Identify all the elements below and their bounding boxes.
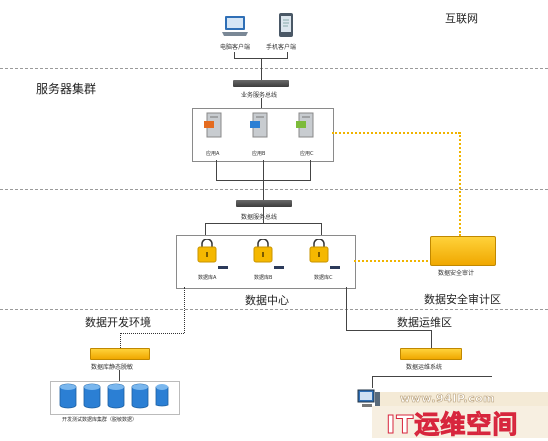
ops-system-device: [400, 348, 462, 360]
locked-database-icon: [309, 238, 329, 263]
db-a-label: 数据库A: [198, 275, 217, 281]
static-masking-label: 数据库静态脱敏: [91, 364, 134, 371]
apps-to-databus-line: [263, 160, 264, 200]
ops-bottom-bar: [372, 376, 492, 377]
dev-env-zone-label: 数据开发环境: [85, 316, 151, 329]
server-icon: [296, 112, 314, 138]
static-masking-device: [90, 348, 150, 360]
database-b: [252, 238, 274, 267]
app-b-label: 应用B: [252, 151, 266, 157]
app-server-a: [204, 112, 224, 142]
ops-zone-label: 数据运维区: [397, 316, 452, 329]
databus-to-db-a: [205, 223, 206, 235]
ops-system-label: 数据运维系统: [406, 364, 443, 371]
pc-client: [220, 14, 250, 40]
data-service-bus: [236, 200, 292, 207]
test-db-cluster-label: 开发测试数据库集群（脱敏数据）: [62, 417, 138, 423]
db-c-slot: [330, 266, 340, 269]
database-c: [308, 238, 330, 267]
databus-connector-bar: [205, 223, 321, 224]
databus-vertical: [263, 207, 264, 223]
laptop-icon: [222, 16, 248, 36]
security-audit-zone-label: 数据安全审计区: [424, 293, 501, 306]
server-cluster-zone-label: 服务器集群: [36, 82, 97, 96]
ops-drop-left: [372, 376, 373, 388]
apps-connector-right: [310, 160, 311, 180]
business-bus-label: 业务服务总线: [241, 92, 278, 99]
app-server-b: [250, 112, 270, 142]
client-connector-right: [287, 52, 288, 58]
audit-line-vertical: [459, 132, 461, 236]
watermark-brand-band: [372, 406, 548, 438]
ops-connector-horizontal: [346, 330, 432, 331]
db-b-label: 数据库B: [254, 275, 273, 281]
mobile-client: [275, 12, 297, 42]
db-b-slot: [274, 266, 284, 269]
database-a: [196, 238, 218, 267]
dev-connector-vertical: [184, 287, 185, 333]
audit-line-to-apps: [332, 132, 460, 134]
security-audit-device: [430, 236, 496, 266]
client-to-bus-line: [261, 58, 262, 80]
database-cylinders-icon: [59, 383, 169, 409]
bus-to-apps-line: [261, 98, 262, 108]
ops-connector-down: [431, 330, 432, 348]
server-zone-divider: [0, 189, 548, 190]
desktop-computer-icon: [357, 389, 381, 408]
security-audit-label: 数据安全审计: [438, 270, 475, 277]
client-connector-left: [234, 52, 235, 58]
masking-to-cluster-line: [119, 370, 120, 381]
app-server-c: [296, 112, 316, 142]
db-c-label: 数据库C: [314, 275, 333, 281]
app-a-label: 应用A: [206, 151, 220, 157]
data-center-label: 数据中心: [245, 294, 289, 307]
test-db-cylinders: [58, 383, 170, 415]
databus-to-db-c: [321, 223, 322, 235]
tablet-icon: [279, 13, 293, 37]
ops-connector-vertical: [346, 287, 347, 330]
db-a-slot: [218, 266, 228, 269]
internet-zone-divider: [0, 68, 548, 69]
server-icon: [250, 112, 268, 138]
datacenter-zone-divider: [0, 309, 548, 310]
dev-connector-horizontal: [120, 333, 184, 334]
server-icon: [204, 112, 222, 138]
pc-client-label: 电脑客户端: [220, 44, 251, 51]
locked-database-icon: [253, 238, 273, 263]
watermark-url: www.94IP.com: [400, 392, 496, 406]
internet-zone-label: 互联网: [445, 12, 478, 25]
business-service-bus: [233, 80, 289, 87]
data-bus-label: 数据服务总线: [241, 214, 278, 221]
dev-connector-down: [120, 333, 121, 348]
ops-workstation: [356, 388, 382, 416]
audit-line-to-dbcenter: [354, 260, 432, 262]
watermark-brand: IT运维空间: [385, 410, 519, 440]
apps-connector-left: [216, 160, 217, 180]
app-c-label: 应用C: [300, 151, 314, 157]
watermark-url-band: [380, 392, 548, 406]
mobile-client-label: 手机客户端: [266, 44, 297, 51]
locked-database-icon: [197, 238, 217, 263]
